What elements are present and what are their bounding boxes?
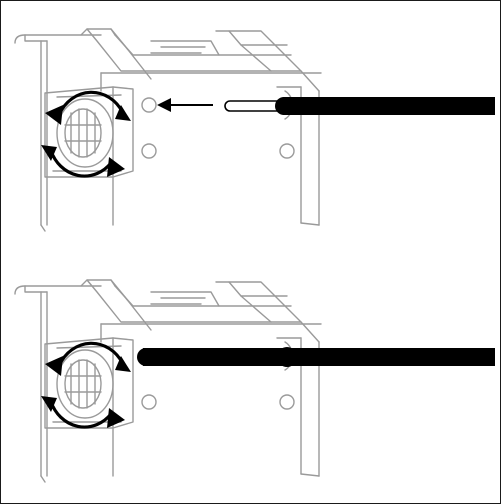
device-body-outline xyxy=(14,279,322,483)
rotate-both-directions-icon xyxy=(49,341,125,429)
rotate-both-directions-icon xyxy=(49,90,125,178)
panel-insert-rod xyxy=(1,1,500,252)
device-illustration-top xyxy=(14,28,495,232)
rotation-arrowheads xyxy=(41,105,131,177)
rotation-arrowheads xyxy=(41,356,131,428)
device-illustration-bottom xyxy=(14,279,495,483)
rod-approaching xyxy=(224,97,495,115)
rod-inserted xyxy=(137,347,495,367)
insert-arrow-left-icon xyxy=(157,98,213,112)
panel-rod-inserted xyxy=(1,252,500,503)
device-body-outline xyxy=(14,28,322,232)
